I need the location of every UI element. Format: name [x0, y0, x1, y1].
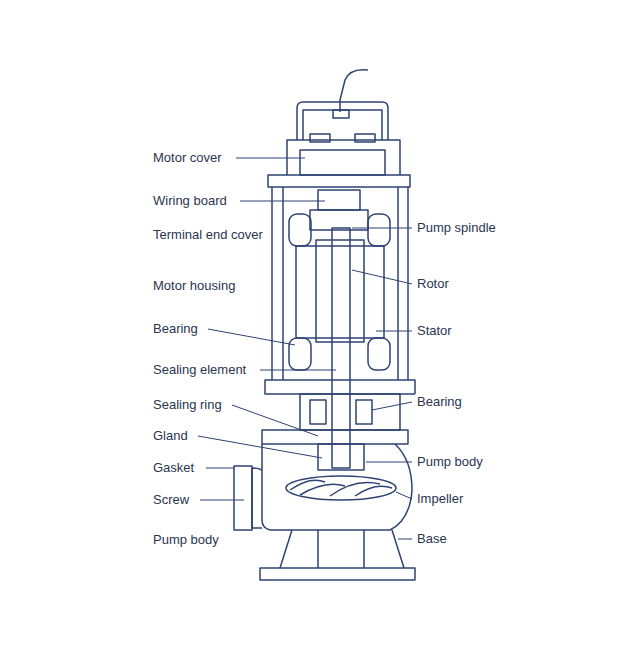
part-label: Terminal end cover — [151, 227, 265, 243]
leader-line — [198, 436, 322, 458]
leader-line — [200, 500, 244, 501]
leader-line — [398, 539, 412, 540]
gland — [262, 430, 408, 444]
part-label: Impeller — [415, 491, 465, 507]
part-label: Motor cover — [151, 150, 224, 166]
handle — [303, 110, 382, 140]
impeller — [286, 476, 396, 500]
part-label: Pump spindle — [415, 220, 498, 236]
stator — [296, 246, 384, 338]
leader-line — [372, 402, 412, 410]
leader-line — [366, 462, 412, 463]
part-label: Bearing — [415, 394, 464, 410]
base — [280, 530, 404, 568]
leader-line — [260, 370, 336, 371]
part-label: Bearing — [151, 321, 200, 337]
base-plate — [260, 568, 415, 580]
cable-gland — [333, 110, 349, 118]
leader-line — [396, 492, 412, 499]
part-label: Gland — [151, 428, 190, 444]
part-label: Base — [415, 531, 449, 547]
outlet — [252, 468, 262, 528]
motor-housing — [282, 187, 284, 380]
winding — [368, 214, 390, 246]
winding — [289, 214, 311, 246]
rotor — [316, 240, 364, 342]
part-label: Motor housing — [151, 278, 237, 294]
base — [318, 530, 364, 568]
winding — [289, 338, 311, 370]
part-label: Screw — [151, 492, 191, 508]
bolt — [355, 134, 375, 142]
leader-line — [236, 158, 305, 159]
impeller-blade — [290, 480, 392, 496]
part-label: Pump body — [415, 454, 485, 470]
motor-housing — [397, 187, 399, 380]
leader-line — [352, 228, 412, 229]
part-label: Wiring board — [151, 193, 229, 209]
top-plate — [268, 175, 410, 187]
part-label: Gasket — [151, 460, 196, 476]
motor-cover — [300, 150, 385, 175]
leader-line — [206, 468, 234, 469]
cable — [340, 70, 368, 112]
part-label: Sealing ring — [151, 397, 224, 413]
wiring-board — [318, 190, 360, 210]
bearing-housing — [300, 394, 400, 430]
leader-line — [232, 405, 318, 436]
bearing — [356, 400, 372, 424]
part-label: Pump body — [151, 532, 221, 548]
bearing — [310, 400, 326, 424]
leader-line — [240, 201, 325, 202]
pump-body — [262, 444, 412, 530]
pump-spindle — [332, 228, 350, 468]
part-label: Stator — [415, 323, 454, 339]
leader-line — [352, 270, 412, 284]
terminal-end-cover — [310, 210, 368, 230]
winding — [368, 338, 390, 370]
leader-line — [208, 329, 295, 345]
motor-housing — [271, 187, 273, 380]
part-label: Sealing element — [151, 362, 248, 378]
flange — [265, 380, 415, 394]
bolt — [310, 134, 330, 142]
outlet-flange — [234, 466, 252, 530]
leader-line — [376, 331, 412, 332]
gland — [318, 444, 364, 470]
part-label: Rotor — [415, 276, 451, 292]
